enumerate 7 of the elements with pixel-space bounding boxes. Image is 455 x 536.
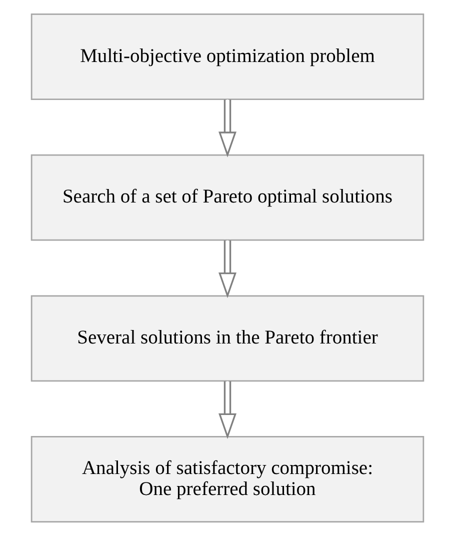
node-box: Search of a set of Pareto optimal solutions [30,154,424,241]
arrow [218,381,236,440]
arrow [218,240,236,298]
node-box: Several solutions in the Pareto frontier [30,295,424,382]
node-box: Multi-objective optimization problem [30,14,424,100]
node-box: Analysis of satisfactory compromise: One preferred solution [30,436,424,522]
arrow [218,100,236,158]
